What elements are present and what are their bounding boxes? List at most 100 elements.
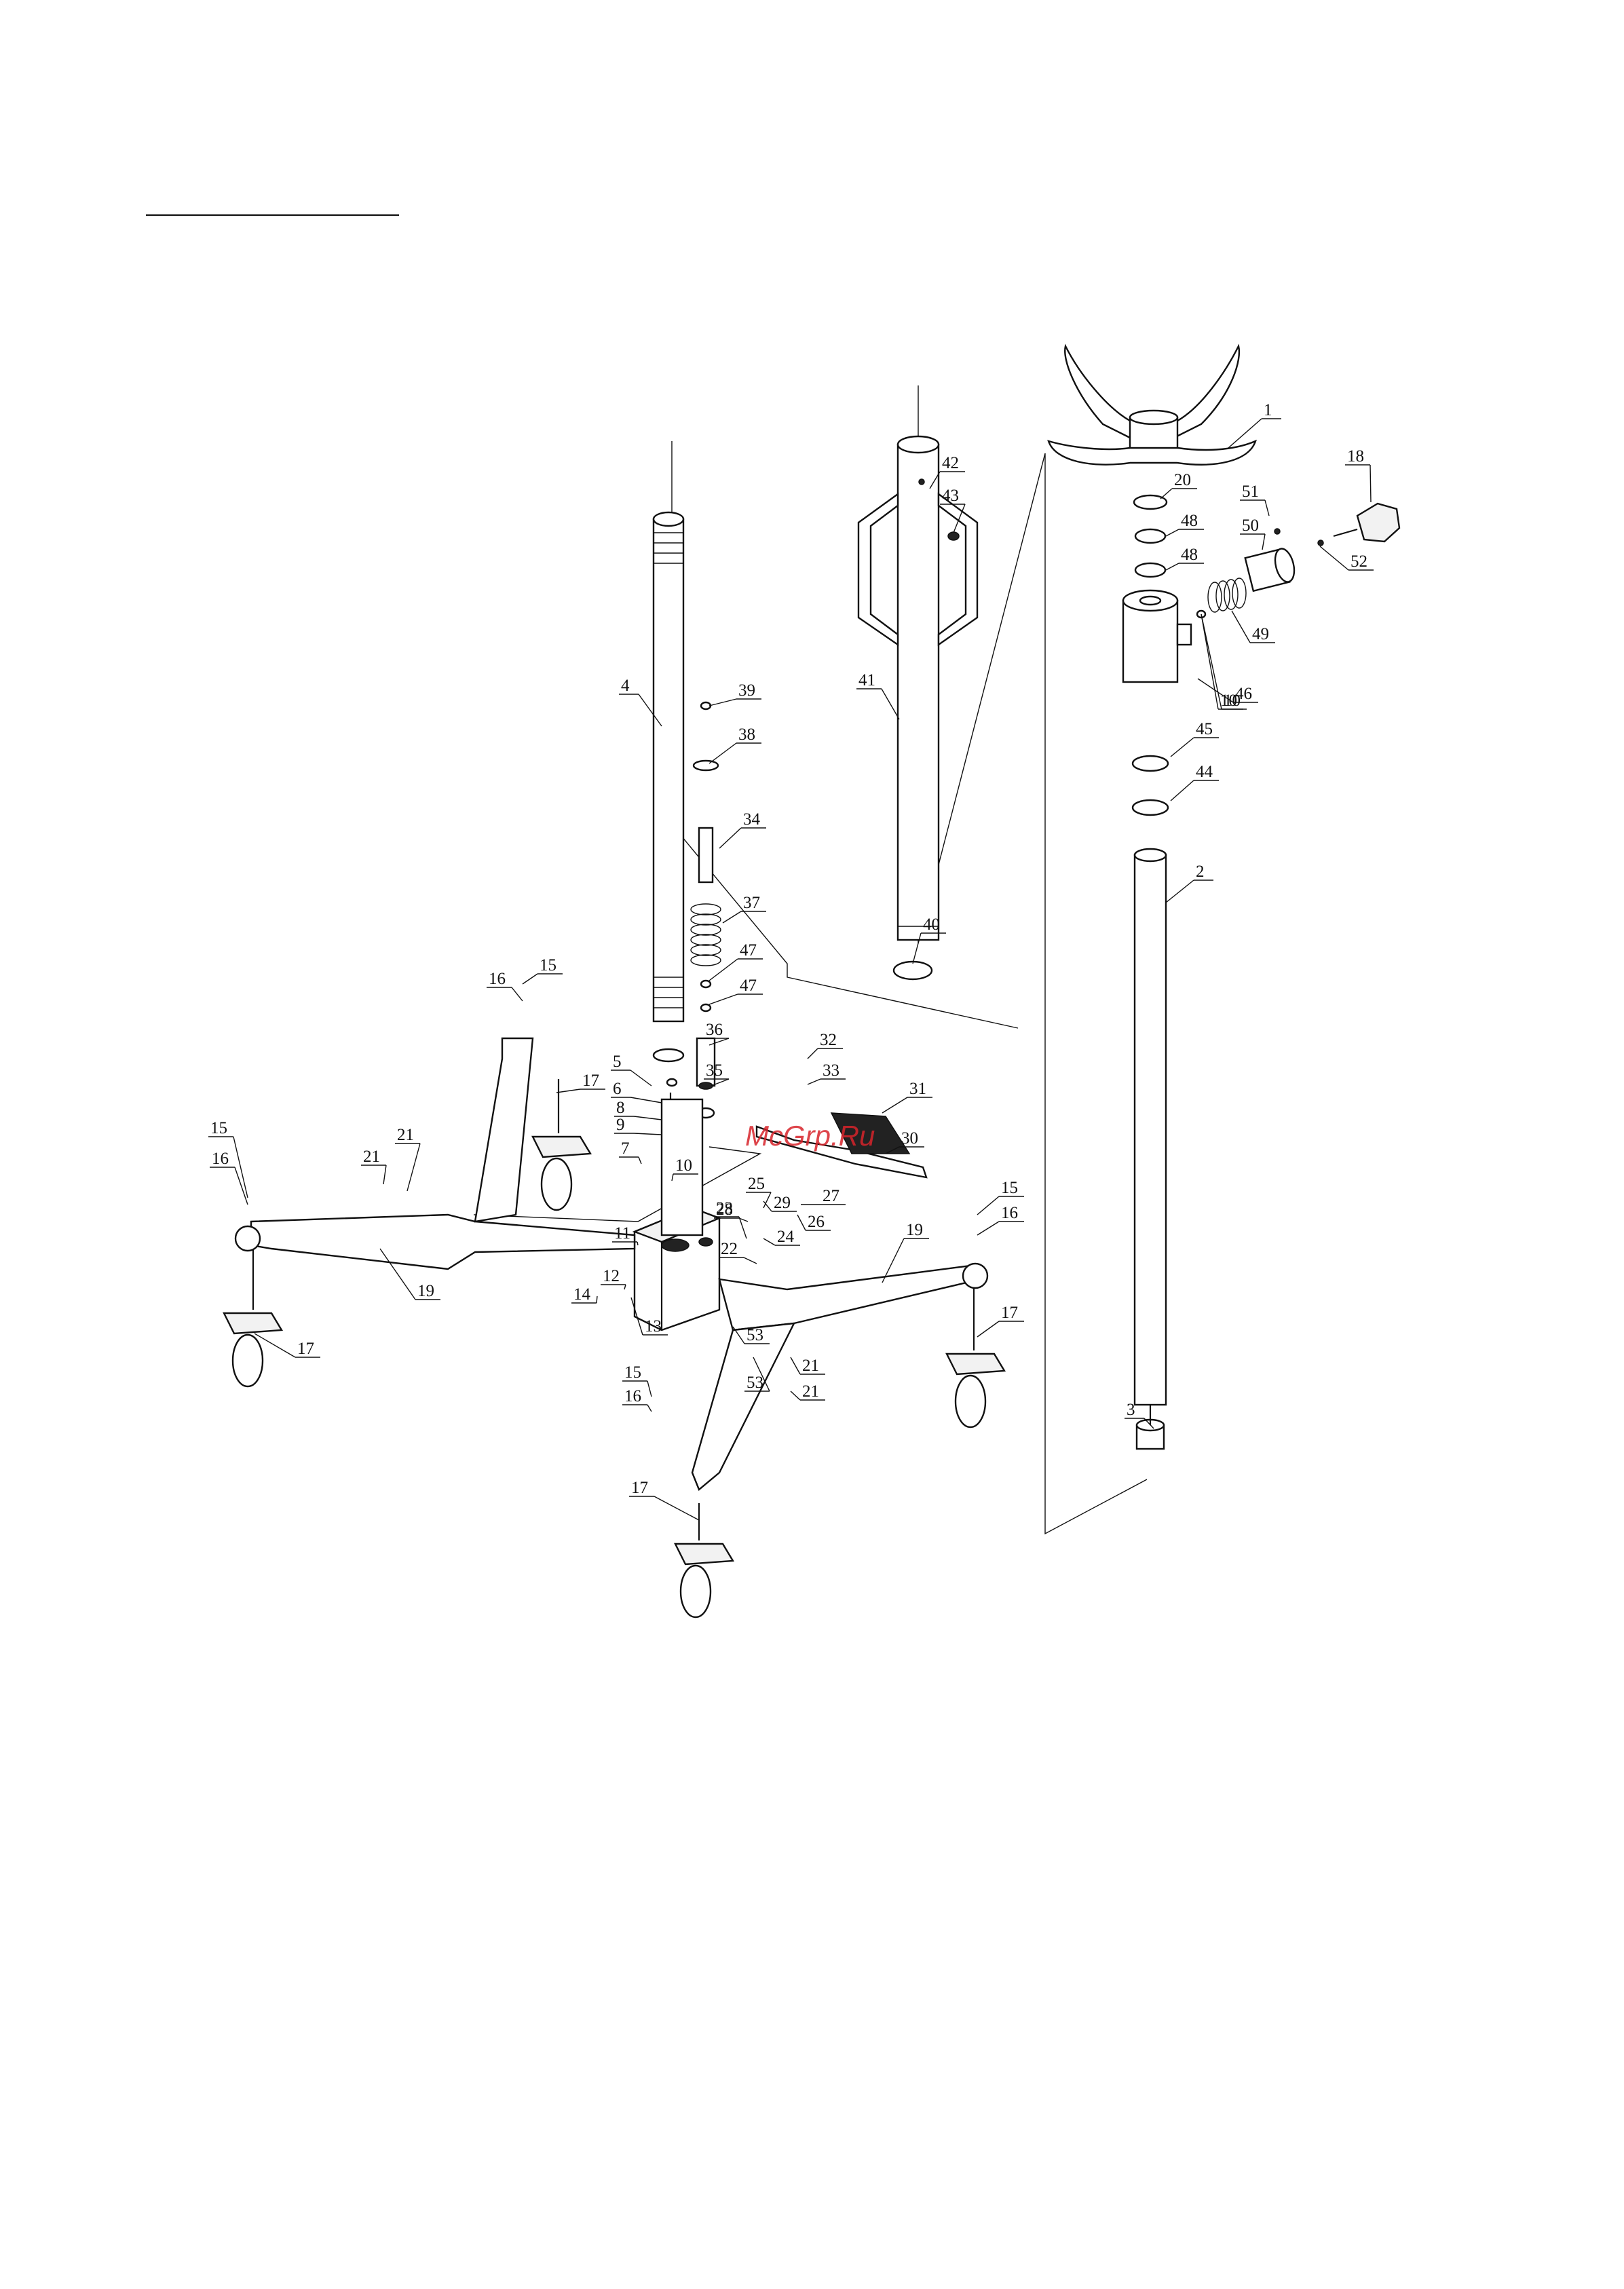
part-label-45: 45 <box>1196 720 1213 738</box>
leader-line <box>744 1257 757 1264</box>
leader-line <box>1370 465 1371 502</box>
part-label-19: 19 <box>417 1282 434 1300</box>
part-label-26: 26 <box>808 1213 825 1231</box>
leader-line <box>709 959 738 981</box>
leader-line <box>797 1215 806 1230</box>
leader-line <box>1166 529 1179 536</box>
part-label-27: 27 <box>823 1187 839 1205</box>
caster-part-17-right <box>947 1264 1004 1427</box>
part-label-17: 17 <box>297 1340 314 1358</box>
part-label-2: 2 <box>1196 863 1205 881</box>
leader-line <box>407 1143 420 1191</box>
caster-part-17-bottom <box>675 1503 733 1617</box>
leader-line <box>1166 880 1194 903</box>
part-label-9: 9 <box>616 1116 625 1134</box>
part-label-8: 8 <box>616 1099 625 1117</box>
leader-line <box>1228 419 1262 448</box>
part-label-4: 4 <box>621 677 630 695</box>
part-label-24: 24 <box>777 1228 795 1246</box>
leader-line <box>630 1097 662 1103</box>
part-label-15: 15 <box>540 956 556 975</box>
tube-part-4 <box>654 512 683 1021</box>
part-label-38: 38 <box>738 725 755 744</box>
leader-line <box>723 911 741 923</box>
part-label-52: 52 <box>1351 552 1367 571</box>
leader-line <box>808 1048 818 1059</box>
part-label-34: 34 <box>743 810 761 829</box>
part-label-17: 17 <box>1001 1304 1018 1322</box>
part-label-51: 51 <box>1242 483 1259 501</box>
part-label-43: 43 <box>942 487 959 505</box>
part-label-39: 39 <box>738 681 755 700</box>
leader-line <box>763 1238 775 1245</box>
part-label-18: 18 <box>1347 447 1364 466</box>
part-label-48: 48 <box>1181 546 1198 564</box>
leader-line <box>624 1285 626 1289</box>
part-label-1: 1 <box>1264 401 1272 419</box>
leader-line <box>637 1242 638 1245</box>
part-label-15: 15 <box>624 1363 641 1382</box>
leader-line <box>639 1157 641 1164</box>
leader-line <box>882 1097 907 1113</box>
leader-line <box>709 994 738 1004</box>
leader-line <box>977 1321 999 1337</box>
part-label-49: 49 <box>1252 625 1269 643</box>
leader-line <box>1262 534 1265 550</box>
part-label-21: 21 <box>397 1126 414 1144</box>
part-label-15: 15 <box>1001 1179 1018 1197</box>
part-label-53: 53 <box>747 1326 763 1344</box>
leader-line <box>233 1137 248 1198</box>
part-label-7: 7 <box>621 1139 630 1158</box>
leader-line <box>235 1167 248 1205</box>
part-labels: 1234567891010101112131415151515161616161… <box>208 401 1374 1520</box>
part-label-14: 14 <box>573 1285 591 1304</box>
part-label-47: 47 <box>740 977 757 995</box>
part-label-22: 22 <box>721 1240 738 1258</box>
part-label-16: 16 <box>489 970 506 988</box>
part-label-33: 33 <box>823 1061 839 1080</box>
part-label-15: 15 <box>210 1119 227 1137</box>
leader-line <box>1201 614 1218 709</box>
part-label-16: 16 <box>1001 1204 1018 1222</box>
leader-line <box>523 974 537 984</box>
leader-line <box>654 1496 699 1520</box>
part-label-5: 5 <box>613 1053 622 1071</box>
part-label-10: 10 <box>675 1156 692 1175</box>
part-label-37: 37 <box>743 894 760 912</box>
leader-line <box>1160 489 1172 499</box>
caster-part-17-left <box>224 1226 282 1386</box>
part-label-36: 36 <box>706 1021 723 1039</box>
caster-part-17-upper <box>533 1079 590 1210</box>
part-label-47: 47 <box>740 941 757 960</box>
leader-line <box>1232 611 1250 643</box>
part-label-42: 42 <box>942 454 959 472</box>
part-label-21: 21 <box>802 1357 819 1375</box>
part-label-20: 20 <box>1174 471 1191 489</box>
part-label-3: 3 <box>1127 1401 1135 1419</box>
part-label-13: 13 <box>645 1317 662 1336</box>
leader-line <box>709 743 736 763</box>
leader-line <box>630 1070 652 1086</box>
part-label-41: 41 <box>858 671 875 689</box>
part-label-48: 48 <box>1181 512 1198 530</box>
part-label-30: 30 <box>901 1129 918 1148</box>
part-label-17: 17 <box>631 1479 648 1497</box>
part-label-21: 21 <box>363 1148 380 1166</box>
leader-line <box>808 1079 820 1084</box>
leader-line <box>1171 738 1194 757</box>
part-label-32: 32 <box>820 1031 837 1049</box>
leader-line <box>634 1116 662 1120</box>
leader-line <box>977 1196 999 1215</box>
part-label-25: 25 <box>748 1175 765 1193</box>
part-label-16: 16 <box>624 1387 641 1405</box>
watermark: McGrp.Ru <box>745 1120 875 1152</box>
leader-line <box>1265 500 1269 516</box>
leader-line <box>1171 780 1194 801</box>
part-label-11: 11 <box>614 1224 630 1243</box>
leader-line <box>1201 614 1222 709</box>
leader-line <box>512 987 523 1001</box>
leader-line <box>647 1405 652 1412</box>
leader-line <box>556 1089 580 1093</box>
leader-line <box>709 699 736 706</box>
